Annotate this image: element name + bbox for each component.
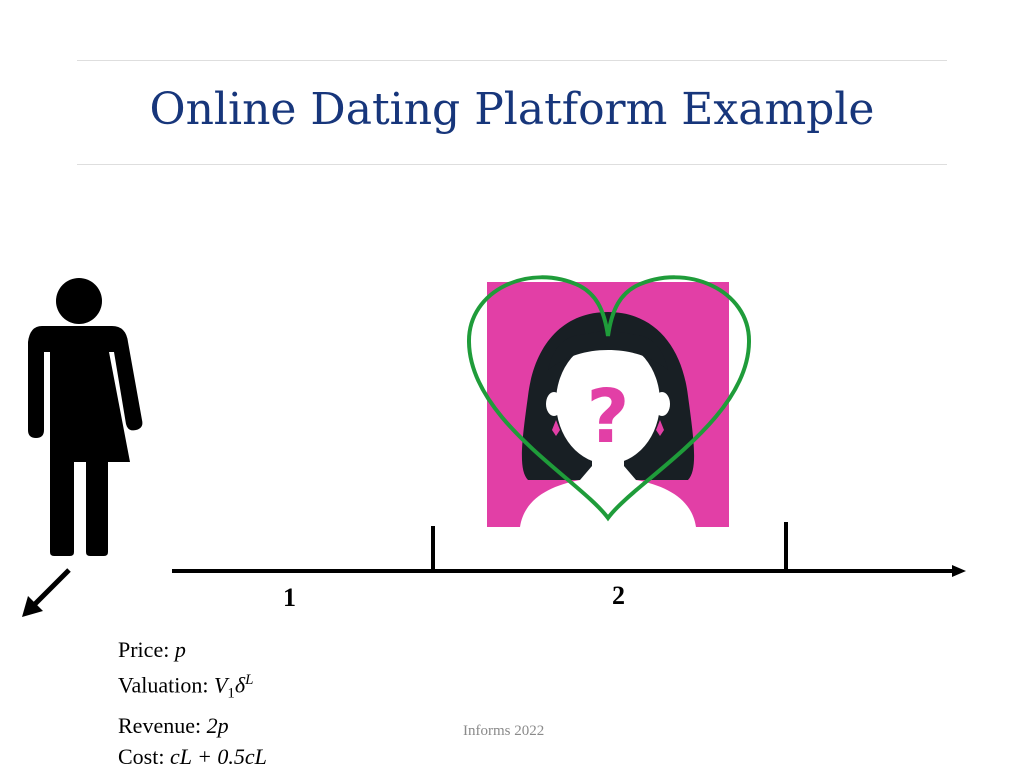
cost-value: cL + 0.5cL [169,743,267,769]
title-underline-rule [77,164,947,165]
valuation-subscript: 1 [227,685,235,702]
period-label-2: 2 [612,581,625,610]
price-line: Price: p [118,637,186,662]
slide-title: Online Dating Platform Example [149,84,875,135]
top-rule [77,60,947,61]
person-icon [28,278,143,556]
mystery-woman-icon: ? [487,282,729,527]
timeline-axis [172,522,966,577]
valuation-value: V [213,672,228,698]
price-value: p [174,637,186,662]
footer-text: Informs 2022 [463,723,545,739]
revenue-value: 2p [206,712,229,738]
valuation-superscript: L [245,672,254,688]
heart-outline-icon [466,275,752,522]
svg-text:?: ? [587,374,630,460]
revenue-line: Revenue: 2p [118,712,229,738]
valuation-delta: δ [234,672,246,698]
cost-line: Cost: cL + 0.5cL [118,743,267,769]
info-block: Price: p Valuation: V1δL Revenue: 2p Cos… [118,634,267,772]
arrow-down-left-icon [22,568,71,617]
period-label-1: 1 [283,583,296,612]
valuation-line: Valuation: V1δL [118,672,254,702]
